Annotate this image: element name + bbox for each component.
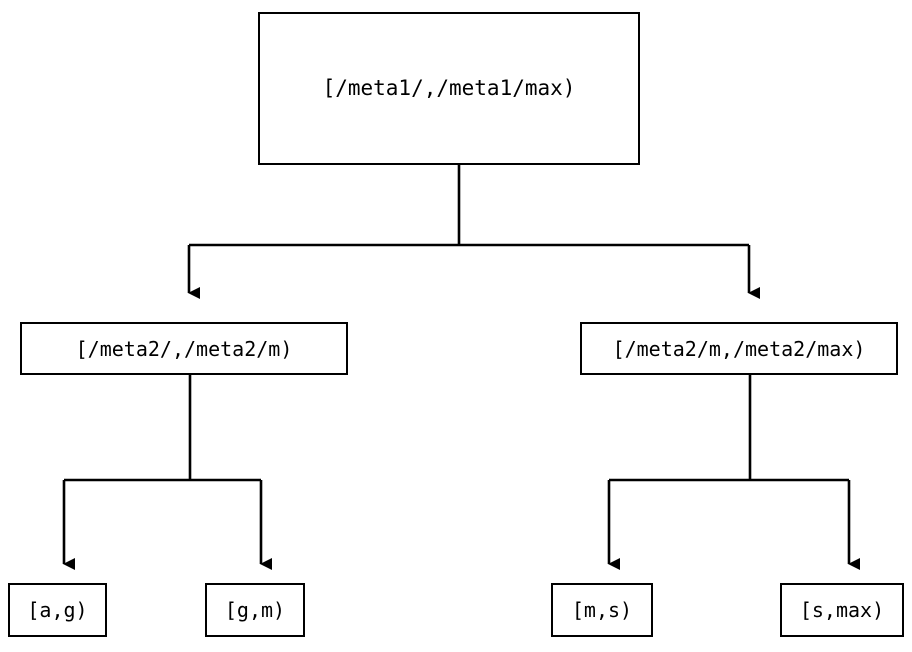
node-leaf-gm-label: [g,m) bbox=[224, 598, 286, 622]
node-leaf-ms-label: [m,s) bbox=[571, 598, 633, 622]
node-root[interactable]: [/meta1/,/meta1/max) bbox=[258, 12, 640, 165]
node-leaf-ag[interactable]: [a,g) bbox=[8, 583, 107, 637]
node-meta2-low[interactable]: [/meta2/,/meta2/m) bbox=[20, 322, 348, 375]
node-root-label: [/meta1/,/meta1/max) bbox=[322, 76, 576, 100]
node-leaf-smax[interactable]: [s,max) bbox=[780, 583, 904, 637]
node-meta2-high-label: [/meta2/m,/meta2/max) bbox=[612, 336, 866, 361]
node-meta2-high[interactable]: [/meta2/m,/meta2/max) bbox=[580, 322, 898, 375]
node-leaf-ag-label: [a,g) bbox=[27, 598, 88, 622]
node-leaf-ms[interactable]: [m,s) bbox=[551, 583, 653, 637]
node-meta2-low-label: [/meta2/,/meta2/m) bbox=[75, 336, 293, 361]
node-leaf-smax-label: [s,max) bbox=[799, 598, 885, 622]
node-leaf-gm[interactable]: [g,m) bbox=[205, 583, 305, 637]
